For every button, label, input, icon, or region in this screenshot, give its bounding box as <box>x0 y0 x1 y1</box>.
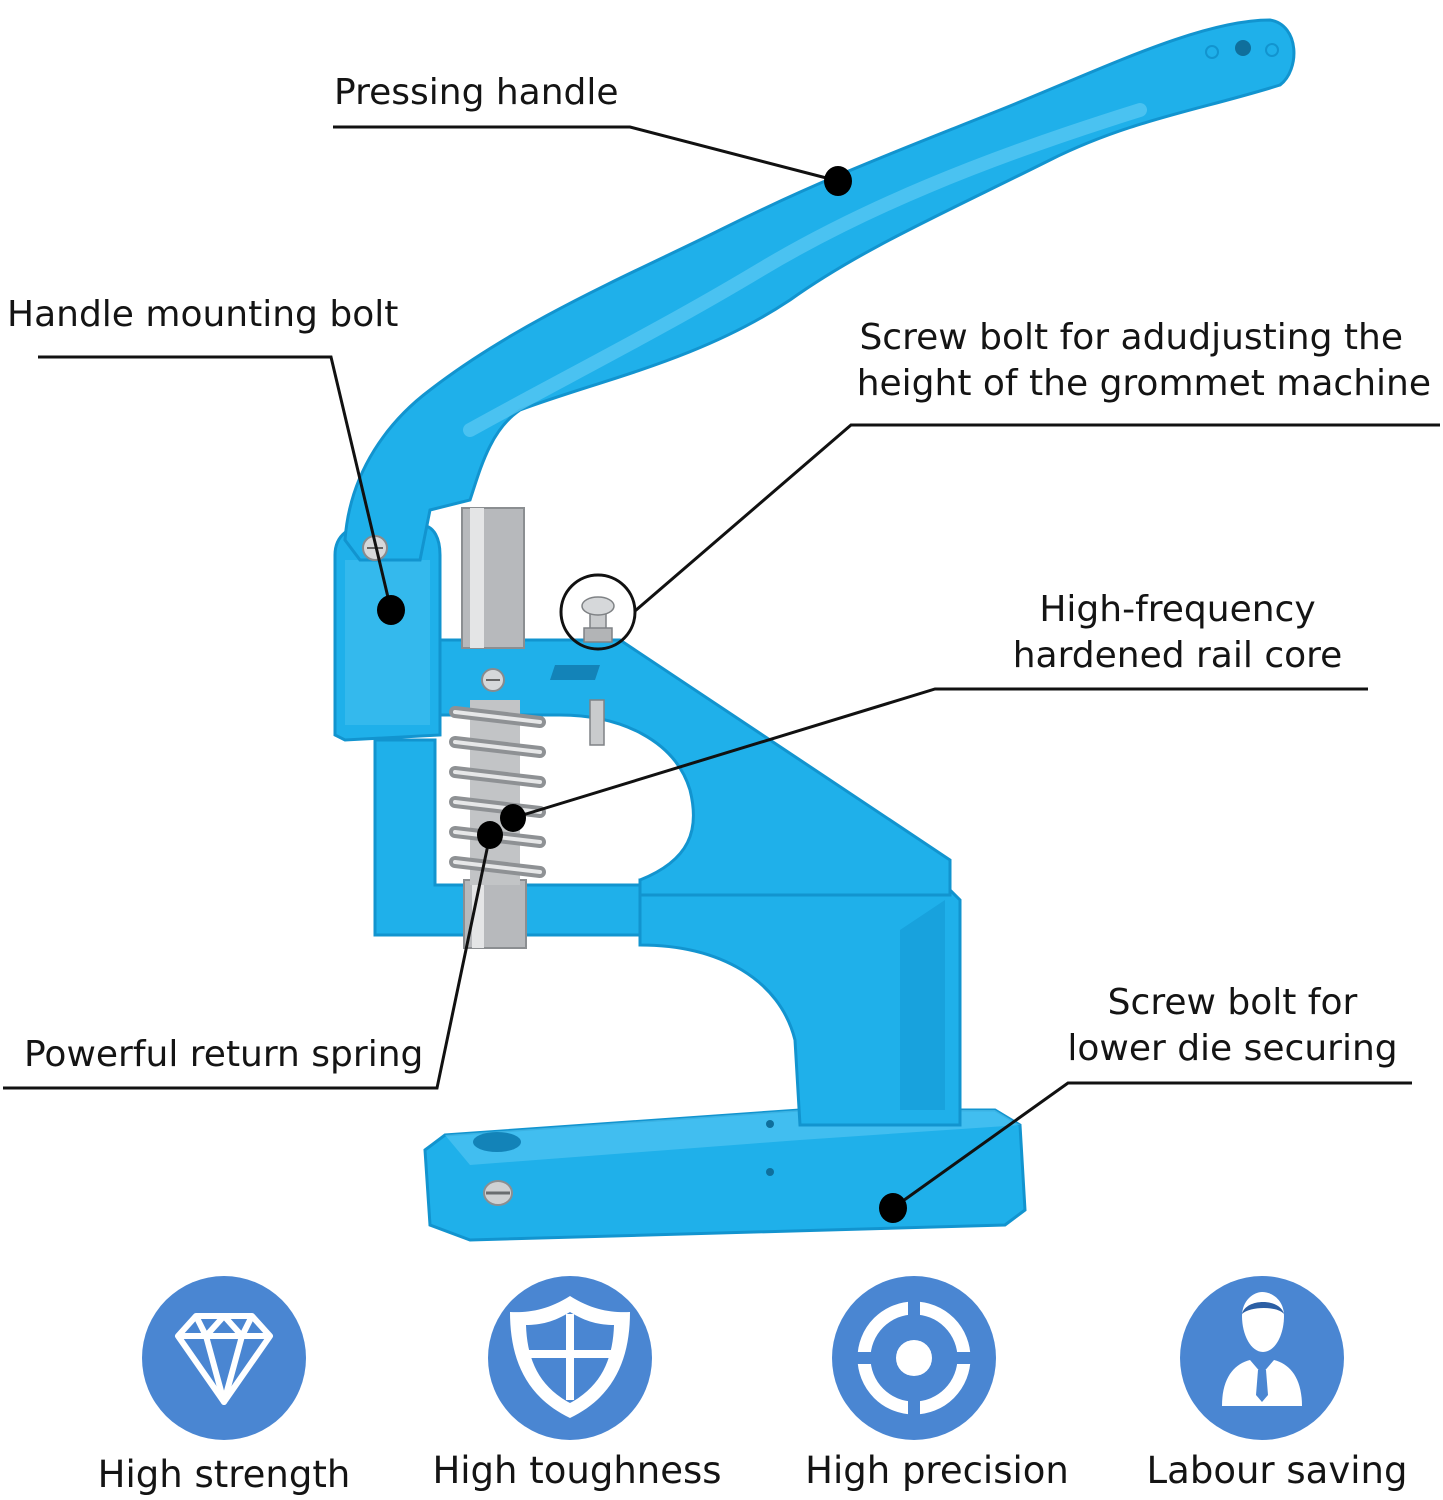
label-pressing-handle: Pressing handle <box>334 72 619 113</box>
dot-pressing-handle <box>824 166 852 196</box>
dot-handle-bolt <box>377 595 405 625</box>
label-lower-die-line1: Screw bolt for <box>1107 982 1358 1023</box>
diamond-icon <box>142 1276 306 1440</box>
leader-height-screw <box>634 423 1440 613</box>
feature-label-labour-saving: Labour saving <box>1146 1449 1408 1492</box>
dot-lower-die <box>879 1193 907 1223</box>
label-return-spring: Powerful return spring <box>24 1034 424 1075</box>
feature-label-high-strength: High strength <box>97 1453 351 1496</box>
shield-icon <box>488 1276 652 1440</box>
pressing-handle <box>343 18 1296 562</box>
lower-head <box>373 738 642 937</box>
label-rail-core-line2: hardened rail core <box>1012 635 1343 676</box>
feature-label-high-toughness: High toughness <box>432 1449 722 1492</box>
label-lower-die-line2: lower die securing <box>1067 1028 1398 1069</box>
leader-pressing-handle <box>333 125 839 183</box>
dot-rail-core <box>500 804 526 832</box>
rear-column <box>638 878 962 1127</box>
screw-highlight-circle <box>559 573 637 651</box>
callout-lines <box>3 125 1440 1210</box>
label-height-screw-line1: Screw bolt for adudjusting the <box>859 317 1403 358</box>
leader-rail-core <box>512 687 1368 820</box>
leader-handle-bolt <box>38 355 393 611</box>
feature-label-high-precision: High precision <box>805 1449 1069 1492</box>
label-rail-core-line1: High-frequency <box>1039 589 1316 630</box>
grommet-machine <box>333 18 1296 1242</box>
crosshair-icon <box>832 1276 996 1440</box>
label-height-screw-line2: height of the grommet machine <box>856 363 1431 404</box>
dot-return-spring <box>477 821 503 849</box>
callout-dots <box>377 166 907 1223</box>
leader-return-spring <box>3 834 492 1090</box>
height-adjust-screw <box>581 596 615 746</box>
leader-lower-die <box>892 1081 1412 1210</box>
feature-icons <box>142 1276 1344 1440</box>
label-handle-mounting-bolt: Handle mounting bolt <box>7 294 399 335</box>
return-spring <box>449 700 546 885</box>
person-icon <box>1180 1276 1344 1440</box>
base-hole <box>473 1132 521 1152</box>
